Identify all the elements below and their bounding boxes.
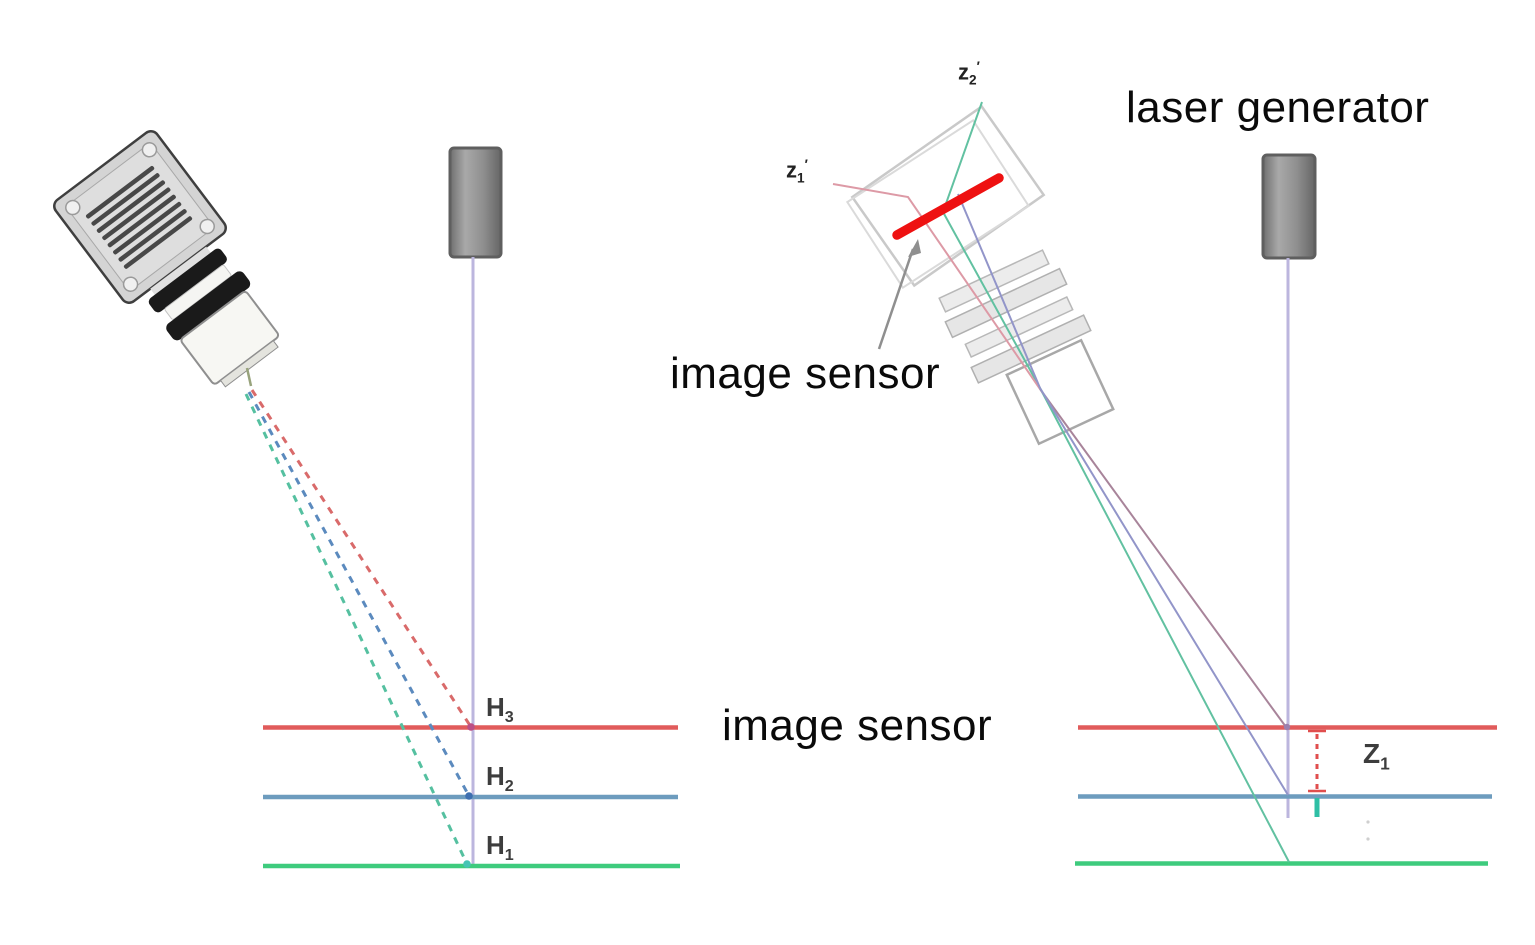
camera-lens-icon <box>148 246 280 388</box>
spot-h3 <box>467 723 475 731</box>
lens-barrel-icon <box>938 249 1115 446</box>
z1-dimension-marker <box>1308 729 1326 817</box>
ray-z1-mauve <box>1039 388 1287 728</box>
image-artifacts <box>1366 820 1370 841</box>
camera-icon <box>53 130 280 388</box>
spot-h2 <box>465 792 473 800</box>
camera-screws <box>65 142 215 292</box>
z1-prime-label: z1′ <box>786 157 808 186</box>
h1-label: H1 <box>486 830 514 865</box>
h3-label: H3 <box>486 692 514 727</box>
laser-generator-right-icon <box>1261 153 1317 260</box>
image-sensor-box-outline <box>850 104 1046 288</box>
spot-right-red-line <box>1283 723 1291 731</box>
camera-vent-grille-icon <box>85 165 193 269</box>
sight-line-red-dashed <box>250 389 473 728</box>
image-sensor-box-outline-2 <box>845 118 1031 290</box>
laser-stripe-on-sensor <box>892 173 1004 240</box>
z1-height-label: Z1 <box>1363 738 1390 774</box>
sight-line-blue-dashed <box>247 391 471 797</box>
image-sensor-label-bottom: image sensor <box>722 701 993 750</box>
laser-generator-left-icon <box>448 146 503 259</box>
camera-faceplate <box>66 143 214 291</box>
ray-z1-pink <box>832 183 1041 390</box>
ray-z2-teal <box>941 101 1290 863</box>
laser-generator-label: laser generator <box>1126 83 1430 132</box>
image-sensor-arrow <box>877 239 921 350</box>
h2-label: H2 <box>486 761 514 796</box>
spot-h1 <box>463 860 471 868</box>
z2-prime-label: z2′ <box>958 59 980 88</box>
sight-line-green-dashed <box>244 393 469 865</box>
ray-purple <box>957 193 1289 796</box>
image-sensor-label-top: image sensor <box>670 349 941 398</box>
camera-optical-stub <box>245 367 253 387</box>
